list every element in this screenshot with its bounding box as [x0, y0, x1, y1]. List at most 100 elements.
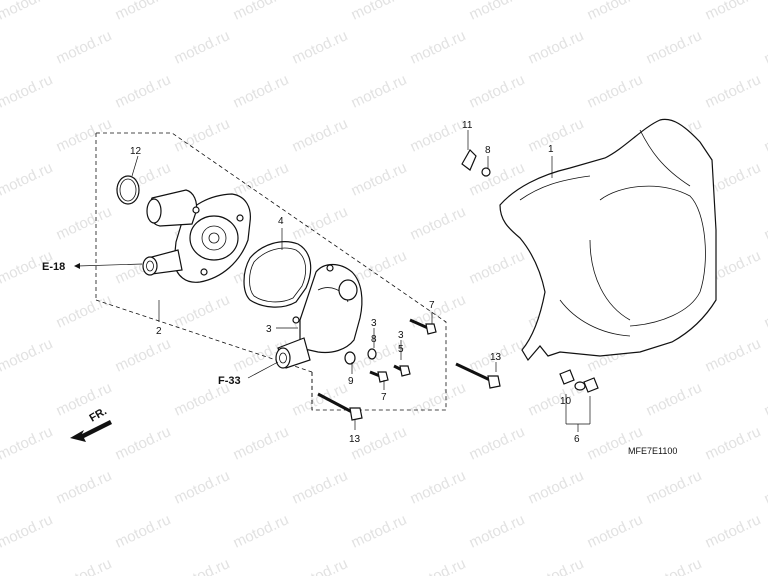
watermark-text: motod.ru: [408, 203, 469, 243]
watermark-text: motod.ru: [54, 115, 115, 155]
watermark-text: motod.ru: [172, 27, 233, 67]
diagram-code: MFE7E1100: [628, 446, 677, 456]
callout-4: 4: [278, 216, 284, 227]
callout-12: 12: [130, 146, 142, 157]
watermark-text: motod.ru: [762, 379, 768, 419]
bolt-set-6[interactable]: [559, 369, 599, 393]
watermark-text: motod.ru: [0, 159, 55, 199]
gasket[interactable]: [243, 241, 312, 308]
watermark-text: motod.ru: [113, 335, 174, 375]
watermark-text: motod.ru: [644, 555, 705, 576]
watermark-text: motod.ru: [0, 0, 55, 24]
watermark-text: motod.ru: [585, 71, 646, 111]
watermark-text: motod.ru: [290, 203, 351, 243]
watermark-text: motod.ru: [585, 423, 646, 463]
water-pump-cover[interactable]: [275, 263, 363, 369]
watermark-text: motod.ru: [0, 423, 55, 463]
watermark-text: motod.ru: [408, 379, 469, 419]
watermark-text: motod.ru: [467, 423, 528, 463]
watermark-text: motod.ru: [762, 203, 768, 243]
watermark-text: motod.ru: [762, 555, 768, 576]
watermark-text: motod.ru: [703, 335, 764, 375]
direction-label: FR.: [88, 405, 109, 424]
watermark-text: motod.ru: [349, 71, 410, 111]
bolt-5[interactable]: [393, 364, 411, 377]
watermark-text: motod.ru: [762, 467, 768, 507]
watermark-text: motod.ru: [54, 203, 115, 243]
watermark-text: motod.ru: [0, 511, 55, 551]
callout-3: 3: [398, 330, 404, 341]
washer-3[interactable]: [367, 348, 377, 360]
watermark-text: motod.ru: [113, 0, 174, 24]
watermark-text: motod.ru: [644, 467, 705, 507]
watermark-text: motod.ru: [644, 379, 705, 419]
callout-9: 9: [348, 376, 354, 387]
water-pump-assembly[interactable]: [142, 189, 251, 283]
watermark-text: motod.ru: [231, 423, 292, 463]
watermark-text: motod.ru: [290, 115, 351, 155]
o-ring[interactable]: [116, 175, 140, 205]
watermark-text: motod.ru: [172, 115, 233, 155]
watermark-text: motod.ru: [762, 27, 768, 67]
watermark-text: motod.ru: [231, 511, 292, 551]
callout-10: 10: [560, 396, 572, 407]
watermark-text: motod.ru: [703, 71, 764, 111]
washer-9[interactable]: [344, 351, 356, 365]
watermark-text: motod.ru: [526, 467, 587, 507]
bolt-7[interactable]: [409, 318, 437, 335]
watermark-text: motod.ru: [762, 291, 768, 331]
watermark-text: motod.ru: [54, 467, 115, 507]
washer-8[interactable]: [481, 167, 491, 177]
watermark-text: motod.ru: [467, 511, 528, 551]
watermark-text: motod.ru: [290, 27, 351, 67]
callout-3: 3: [371, 318, 377, 329]
o-ring-inner: [119, 178, 137, 202]
watermark-text: motod.ru: [408, 115, 469, 155]
watermark-text: motod.ru: [172, 467, 233, 507]
callout-3: 3: [266, 324, 272, 335]
bolt-13-right[interactable]: [455, 362, 501, 389]
watermark-text: motod.ru: [703, 511, 764, 551]
bolt-13-left[interactable]: [317, 392, 363, 421]
callout-13: 13: [349, 434, 361, 445]
bolt-7-lower[interactable]: [369, 370, 389, 383]
watermark-text: motod.ru: [172, 555, 233, 576]
watermark-text: motod.ru: [408, 27, 469, 67]
watermark-text: motod.ru: [290, 379, 351, 419]
callout-8: 8: [485, 145, 491, 156]
watermark-text: motod.ru: [349, 511, 410, 551]
callout-8: 8: [371, 334, 377, 345]
front-direction-arrow: [70, 420, 112, 442]
callout-5: 5: [398, 344, 404, 355]
watermark-text: motod.ru: [408, 291, 469, 331]
callouts: 1 2 3 3 3 4 5 6 7 7 8 8 9 10 11 12 13 13: [130, 120, 580, 445]
watermark-text: motod.ru: [54, 27, 115, 67]
ref-f33: F-33: [218, 375, 241, 387]
clip-11[interactable]: [461, 149, 477, 171]
watermark-text: motod.ru: [231, 159, 292, 199]
watermark-text: motod.ru: [644, 27, 705, 67]
callout-7: 7: [381, 392, 387, 403]
watermark-text: motod.ru: [54, 555, 115, 576]
gasket-inner: [249, 247, 307, 303]
watermark-text: motod.ru: [526, 115, 587, 155]
ref-e18: E-18: [42, 261, 65, 273]
engine-cover[interactable]: [499, 118, 717, 362]
watermark-text: motod.ru: [0, 71, 55, 111]
callout-7: 7: [429, 300, 435, 311]
watermark-text: motod.ru: [172, 291, 233, 331]
watermark-text: motod.ru: [467, 71, 528, 111]
watermark-text: motod.ru: [290, 467, 351, 507]
watermark-text: motod.ru: [585, 0, 646, 24]
callout-13: 13: [490, 352, 502, 363]
e18-arrowhead: [74, 263, 80, 269]
watermark-text: motod.ru: [113, 71, 174, 111]
callout-2: 2: [156, 326, 162, 337]
watermark-text: motod.ru: [526, 555, 587, 576]
watermark-text: motod.ru: [703, 0, 764, 24]
watermark-text: motod.ru: [349, 159, 410, 199]
watermark-text: motod.ru: [526, 27, 587, 67]
watermark-text: motod.ru: [0, 335, 55, 375]
watermark-text: motod.ru: [290, 555, 351, 576]
